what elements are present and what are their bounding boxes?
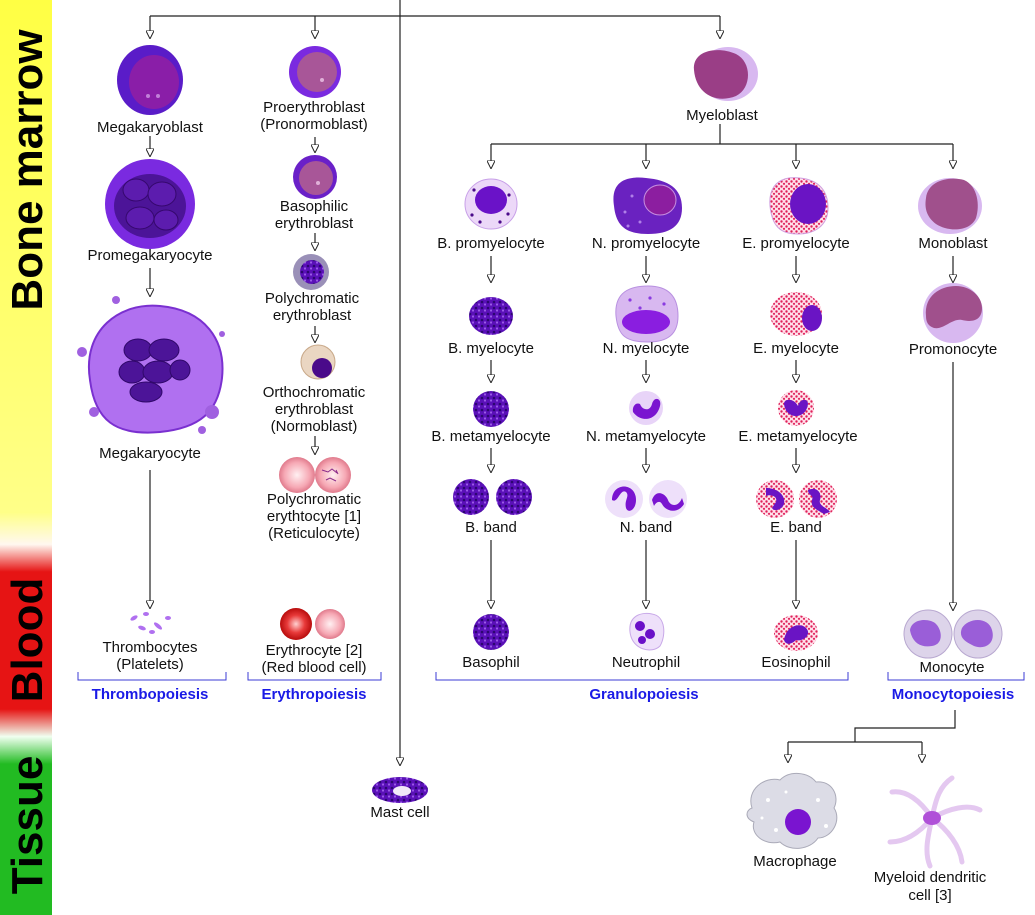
mast-cell	[372, 777, 428, 803]
proerythroblast-cell	[289, 46, 341, 98]
label-thrombocytes-1: Thrombocytes	[102, 639, 197, 656]
basophil-cell	[473, 614, 509, 650]
monoblast-cell	[918, 178, 982, 234]
n-band-cell	[605, 480, 687, 518]
polychromatic-erythroblast-cell	[293, 254, 329, 290]
label-poly-erythrocyte-1: Polychromatic	[267, 491, 362, 508]
group-thrombopoiesis: Thrombopoiesis	[92, 686, 209, 703]
b-band-cell	[453, 479, 532, 515]
label-monocyte: Monocyte	[919, 659, 984, 676]
group-monocytopoiesis: Monocytopoiesis	[892, 686, 1015, 703]
label-orthochromatic-3: (Normoblast)	[271, 418, 358, 435]
label-polychromatic-eb-1: Polychromatic	[265, 290, 360, 307]
eosinophil-cell	[774, 615, 818, 651]
label-dendritic-2: cell [3]	[908, 887, 951, 904]
b-promyelocyte-cell	[464, 178, 518, 230]
label-erythrocyte-1: Erythrocyte [2]	[266, 642, 363, 659]
label-basophil: Basophil	[462, 654, 520, 671]
label-b-myelocyte: B. myelocyte	[448, 340, 534, 357]
promegakaryocyte-cell	[105, 159, 195, 249]
label-megakaryocyte: Megakaryocyte	[99, 445, 201, 462]
label-promegakaryocyte: Promegakaryocyte	[87, 247, 212, 264]
group-erythropoiesis: Erythropoiesis	[261, 686, 366, 703]
orthochromatic-erythroblast-cell	[300, 344, 336, 380]
reticulocyte-cell	[279, 457, 351, 493]
label-myeloblast: Myeloblast	[686, 107, 759, 124]
promonocyte-cell	[923, 283, 983, 343]
neutrophil-cell	[629, 612, 665, 651]
label-eosinophil: Eosinophil	[761, 654, 830, 671]
section-label-blood: Blood	[3, 578, 52, 703]
macrophage-cell	[746, 773, 838, 849]
connectors	[150, 0, 955, 765]
label-basophilic-1: Basophilic	[280, 198, 349, 215]
group-granulopoiesis: Granulopoiesis	[589, 686, 698, 703]
label-mast-cell: Mast cell	[370, 804, 429, 821]
label-erythrocyte-2: (Red blood cell)	[261, 659, 366, 676]
myeloblast-cell	[693, 47, 758, 101]
n-metamyelocyte-cell	[629, 391, 663, 425]
label-poly-erythrocyte-3: (Reticulocyte)	[268, 525, 360, 542]
e-metamyelocyte-cell	[778, 390, 814, 426]
label-proerythroblast-2: (Pronormoblast)	[260, 116, 368, 133]
label-monoblast: Monoblast	[918, 235, 988, 252]
label-macrophage: Macrophage	[753, 853, 836, 870]
label-thrombocytes-2: (Platelets)	[116, 656, 184, 673]
label-b-promyelocyte: B. promyelocyte	[437, 235, 545, 252]
megakaryoblast-cell	[117, 45, 183, 115]
dendritic-cell	[887, 775, 983, 869]
n-myelocyte-cell	[615, 285, 679, 343]
label-megakaryoblast: Megakaryoblast	[97, 119, 204, 136]
e-myelocyte-cell	[770, 292, 822, 336]
erythrocyte-cell	[280, 608, 345, 640]
label-poly-erythrocyte-2: erythtocyte [1]	[267, 508, 361, 525]
label-e-promyelocyte: E. promyelocyte	[742, 235, 850, 252]
megakaryocyte-cell	[77, 296, 225, 434]
section-label-tissue: Tissue	[3, 756, 52, 895]
b-metamyelocyte-cell	[473, 391, 509, 427]
label-proerythroblast-1: Proerythroblast	[263, 99, 366, 116]
label-n-promyelocyte: N. promyelocyte	[592, 235, 700, 252]
label-e-metamyelocyte: E. metamyelocyte	[738, 428, 857, 445]
label-promonocyte: Promonocyte	[909, 341, 997, 358]
label-dendritic-1: Myeloid dendritic	[874, 869, 987, 886]
label-polychromatic-eb-2: erythroblast	[273, 307, 352, 324]
label-b-metamyelocyte: B. metamyelocyte	[431, 428, 550, 445]
e-promyelocyte-cell	[769, 177, 829, 235]
label-orthochromatic-1: Orthochromatic	[263, 384, 366, 401]
label-e-band: E. band	[770, 519, 822, 536]
label-neutrophil: Neutrophil	[612, 654, 680, 671]
label-orthochromatic-2: erythroblast	[275, 401, 354, 418]
n-promyelocyte-cell	[613, 177, 682, 234]
section-sidebar	[0, 0, 52, 915]
label-n-band: N. band	[620, 519, 673, 536]
section-label-bone-marrow: Bone marrow	[3, 29, 52, 311]
basophilic-erythroblast-cell	[293, 155, 337, 199]
b-myelocyte-cell	[469, 297, 513, 335]
monocyte-cell	[903, 609, 1003, 659]
label-n-metamyelocyte: N. metamyelocyte	[586, 428, 706, 445]
label-e-myelocyte: E. myelocyte	[753, 340, 839, 357]
group-brackets	[77, 672, 1025, 681]
e-band-cell	[756, 480, 837, 518]
thrombocytes-cell	[130, 612, 171, 634]
label-n-myelocyte: N. myelocyte	[603, 340, 690, 357]
label-basophilic-2: erythroblast	[275, 215, 354, 232]
label-b-band: B. band	[465, 519, 517, 536]
